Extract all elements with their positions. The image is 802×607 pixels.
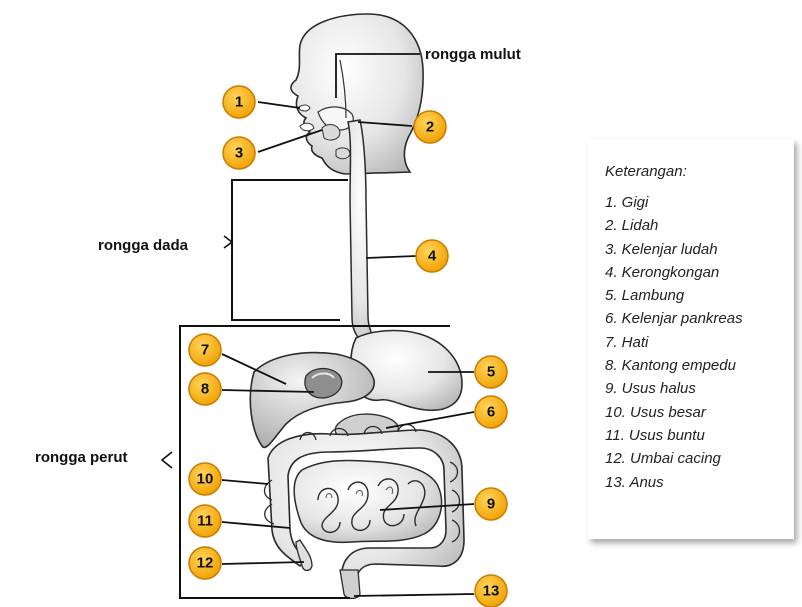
- badge-6: 6: [475, 396, 507, 428]
- badge-6-label: 6: [487, 404, 495, 421]
- small-intestine-shape: [294, 460, 441, 542]
- badge-13-label: 13: [483, 583, 500, 600]
- badge-9-label: 9: [487, 496, 495, 513]
- badge-8: 8: [189, 373, 221, 405]
- legend-item: 8. Kantong empedu: [605, 354, 743, 377]
- badge-5: 5: [475, 356, 507, 388]
- badge-10: 10: [189, 463, 221, 495]
- badge-1: 1: [223, 86, 255, 118]
- chest-bracket: [232, 180, 348, 320]
- badge-1-label: 1: [235, 94, 243, 111]
- legend-item: 3. Kelenjar ludah: [605, 238, 743, 261]
- badge-3-label: 3: [235, 145, 243, 162]
- badge-7: 7: [189, 334, 221, 366]
- badge-2-label: 2: [426, 119, 434, 136]
- rectum-shape: [340, 570, 360, 599]
- badge-11-label: 11: [197, 513, 213, 530]
- appendix-shape: [296, 540, 312, 571]
- legend-item: 9. Usus halus: [605, 377, 743, 400]
- badge-4: 4: [416, 240, 448, 272]
- badge-4-label: 4: [428, 248, 437, 265]
- chest-brace: [224, 236, 232, 248]
- badge-8-label: 8: [201, 381, 209, 398]
- legend-item: 2. Lidah: [605, 214, 743, 237]
- badge-10-label: 10: [197, 471, 214, 488]
- badge-5-label: 5: [487, 364, 495, 381]
- badge-7-label: 7: [201, 342, 209, 359]
- badge-11: 11: [189, 505, 221, 537]
- legend-item: 12. Umbai cacing: [605, 447, 743, 470]
- badge-9: 9: [475, 488, 507, 520]
- chest-cavity-label: rongga dada: [98, 237, 189, 254]
- abdomen-brace: [162, 452, 172, 468]
- legend-item: 11. Usus buntu: [605, 424, 743, 447]
- legend-item: 5. Lambung: [605, 284, 743, 307]
- badge-13: 13: [475, 575, 507, 607]
- legend-item: 1. Gigi: [605, 191, 743, 214]
- legend-item: 6. Kelenjar pankreas: [605, 307, 743, 330]
- legend-list: 1. Gigi 2. Lidah 3. Kelenjar ludah 4. Ke…: [605, 191, 743, 494]
- legend-item: 13. Anus: [605, 471, 743, 494]
- mouth-cavity-label: rongga mulut: [425, 46, 521, 63]
- legend-box: Keterangan: 1. Gigi 2. Lidah 3. Kelenjar…: [588, 139, 794, 539]
- badge-2: 2: [414, 111, 446, 143]
- legend-title: Keterangan:: [605, 163, 687, 180]
- legend-item: 4. Kerongkongan: [605, 261, 743, 284]
- badge-12-label: 12: [197, 555, 214, 572]
- abdomen-cavity-label: rongga perut: [35, 449, 128, 466]
- badge-12: 12: [189, 547, 221, 579]
- legend-item: 7. Hati: [605, 331, 743, 354]
- badge-3: 3: [223, 137, 255, 169]
- legend-item: 10. Usus besar: [605, 401, 743, 424]
